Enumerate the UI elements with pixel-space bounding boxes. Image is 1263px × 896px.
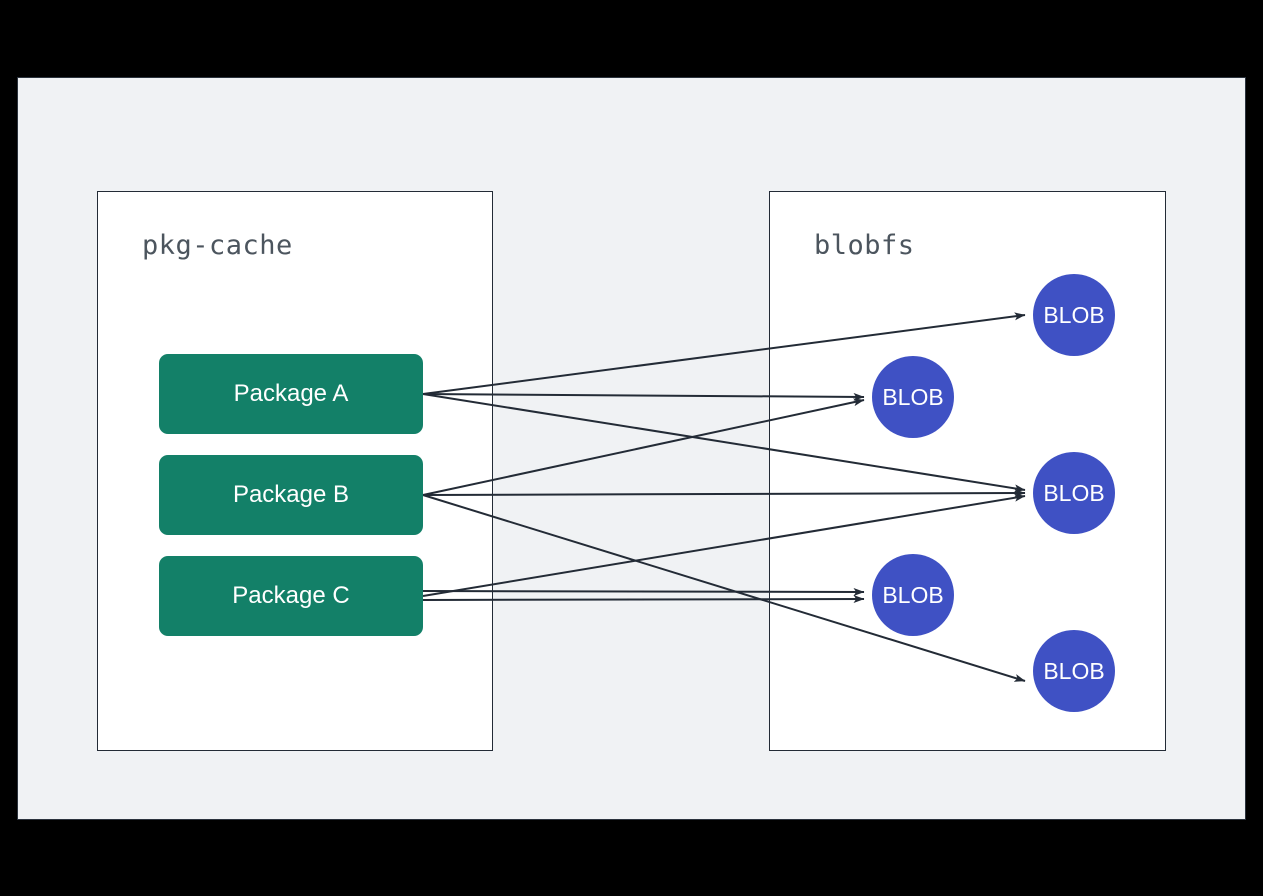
blob-node-1[interactable]: BLOB: [1033, 274, 1115, 356]
blob-node-3-label: BLOB: [1043, 479, 1105, 506]
blob-node-5[interactable]: BLOB: [1033, 630, 1115, 712]
blob-node-2-label: BLOB: [882, 383, 944, 410]
blob-node-4[interactable]: BLOB: [872, 554, 954, 636]
package-node-c[interactable]: Package C: [159, 556, 423, 636]
blob-node-1-label: BLOB: [1043, 301, 1105, 328]
blob-node-3[interactable]: BLOB: [1033, 452, 1115, 534]
blob-node-5-label: BLOB: [1043, 657, 1105, 684]
group-pkg-cache-label: pkg-cache: [142, 230, 293, 261]
package-node-b[interactable]: Package B: [159, 455, 423, 535]
package-node-a-label: Package A: [233, 380, 349, 407]
package-node-a[interactable]: Package A: [159, 354, 423, 434]
package-node-b-label: Package B: [232, 481, 350, 508]
group-blobfs-label: blobfs: [814, 230, 915, 261]
blob-node-4-label: BLOB: [882, 581, 944, 608]
blob-node-2[interactable]: BLOB: [872, 356, 954, 438]
package-node-c-label: Package C: [232, 582, 350, 609]
